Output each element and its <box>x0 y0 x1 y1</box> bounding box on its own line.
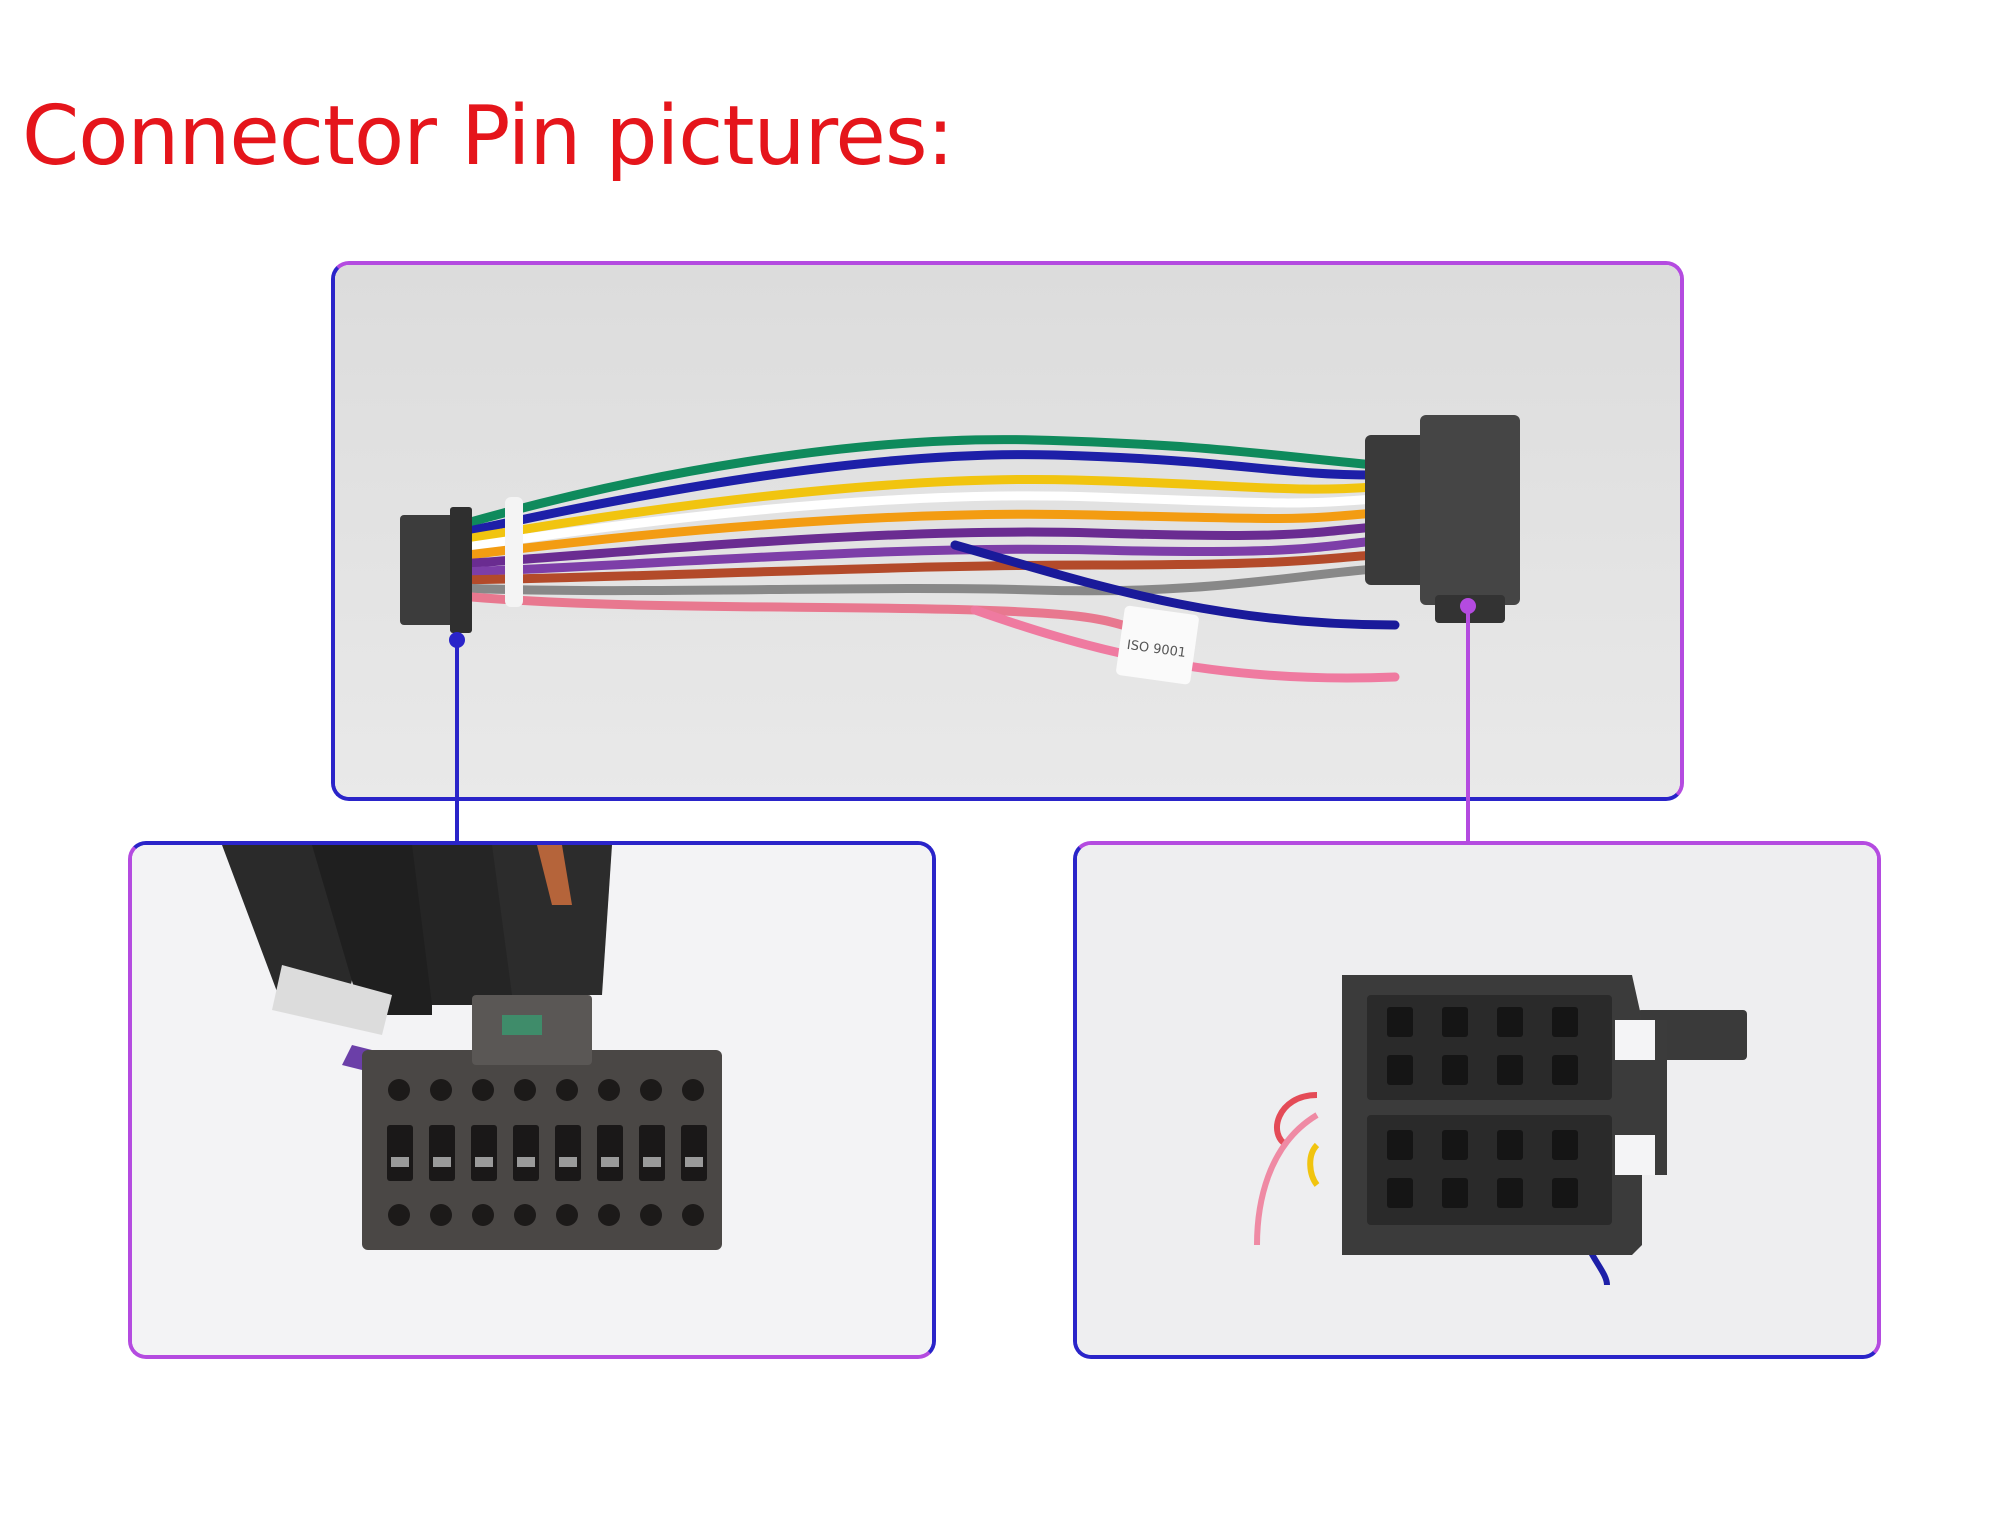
pin-metal <box>475 1157 493 1167</box>
pin-hole <box>640 1079 662 1101</box>
wire-label-tag: ISO 9001 <box>1116 605 1199 685</box>
pin-closeup-right-frame <box>1073 841 1881 1359</box>
iso-connector-closeup <box>1342 975 1667 1255</box>
socket <box>1552 1130 1578 1160</box>
zip-tie <box>505 497 523 607</box>
pin-hole <box>682 1204 704 1226</box>
pin-contact <box>387 1125 413 1181</box>
pin-hole <box>388 1079 410 1101</box>
pin-row-bottom <box>388 1204 704 1226</box>
pin-closeup-left-photo <box>132 845 932 1355</box>
page-title: Connector Pin pictures: <box>22 89 954 184</box>
pin-hole <box>430 1079 452 1101</box>
socket <box>1442 1178 1468 1208</box>
harness-photo-frame: ISO 9001 <box>331 261 1684 801</box>
socket <box>1387 1055 1413 1085</box>
pin-contact <box>471 1125 497 1181</box>
pin-hole <box>514 1204 536 1226</box>
pin-metal <box>643 1157 661 1167</box>
socket <box>1442 1007 1468 1037</box>
socket-block-top <box>1387 1007 1578 1085</box>
socket <box>1497 1007 1523 1037</box>
socket <box>1497 1178 1523 1208</box>
pin-hole <box>430 1204 452 1226</box>
pin-hole <box>514 1079 536 1101</box>
small-connector <box>400 507 472 633</box>
pin-metal <box>433 1157 451 1167</box>
pin-closeup-right-photo <box>1077 845 1877 1355</box>
pin-metal <box>391 1157 409 1167</box>
socket-block-bottom <box>1387 1130 1578 1208</box>
pin-row-middle <box>387 1125 707 1181</box>
connector-dot-right <box>1460 598 1476 614</box>
socket <box>1497 1130 1523 1160</box>
socket <box>1552 1055 1578 1085</box>
connector-line-left <box>455 640 459 843</box>
socket <box>1387 1178 1413 1208</box>
pin-metal <box>685 1157 703 1167</box>
pin-row-top <box>388 1079 704 1101</box>
pin-contact <box>681 1125 707 1181</box>
socket <box>1552 1178 1578 1208</box>
pin-hole <box>472 1204 494 1226</box>
socket <box>1442 1055 1468 1085</box>
pin-metal <box>559 1157 577 1167</box>
pin-hole <box>556 1204 578 1226</box>
pin-connector <box>362 995 722 1250</box>
socket <box>1552 1007 1578 1037</box>
connector-line-right <box>1466 605 1470 843</box>
harness-photo: ISO 9001 <box>335 265 1680 797</box>
pin-contact <box>555 1125 581 1181</box>
wire-bundle-closeup <box>222 845 612 1075</box>
pin-hole <box>682 1079 704 1101</box>
pin-hole <box>472 1079 494 1101</box>
pin-hole <box>556 1079 578 1101</box>
pin-contact <box>597 1125 623 1181</box>
pin-hole <box>598 1204 620 1226</box>
connector-dot-left <box>449 632 465 648</box>
pin-metal <box>601 1157 619 1167</box>
pin-metal <box>517 1157 535 1167</box>
pin-contact <box>429 1125 455 1181</box>
pin-contact <box>639 1125 665 1181</box>
socket <box>1497 1055 1523 1085</box>
pin-hole <box>388 1204 410 1226</box>
pin-hole <box>598 1079 620 1101</box>
pin-contact <box>513 1125 539 1181</box>
socket <box>1387 1007 1413 1037</box>
pin-hole <box>640 1204 662 1226</box>
socket <box>1442 1130 1468 1160</box>
socket <box>1387 1130 1413 1160</box>
pin-closeup-left-frame <box>128 841 936 1359</box>
